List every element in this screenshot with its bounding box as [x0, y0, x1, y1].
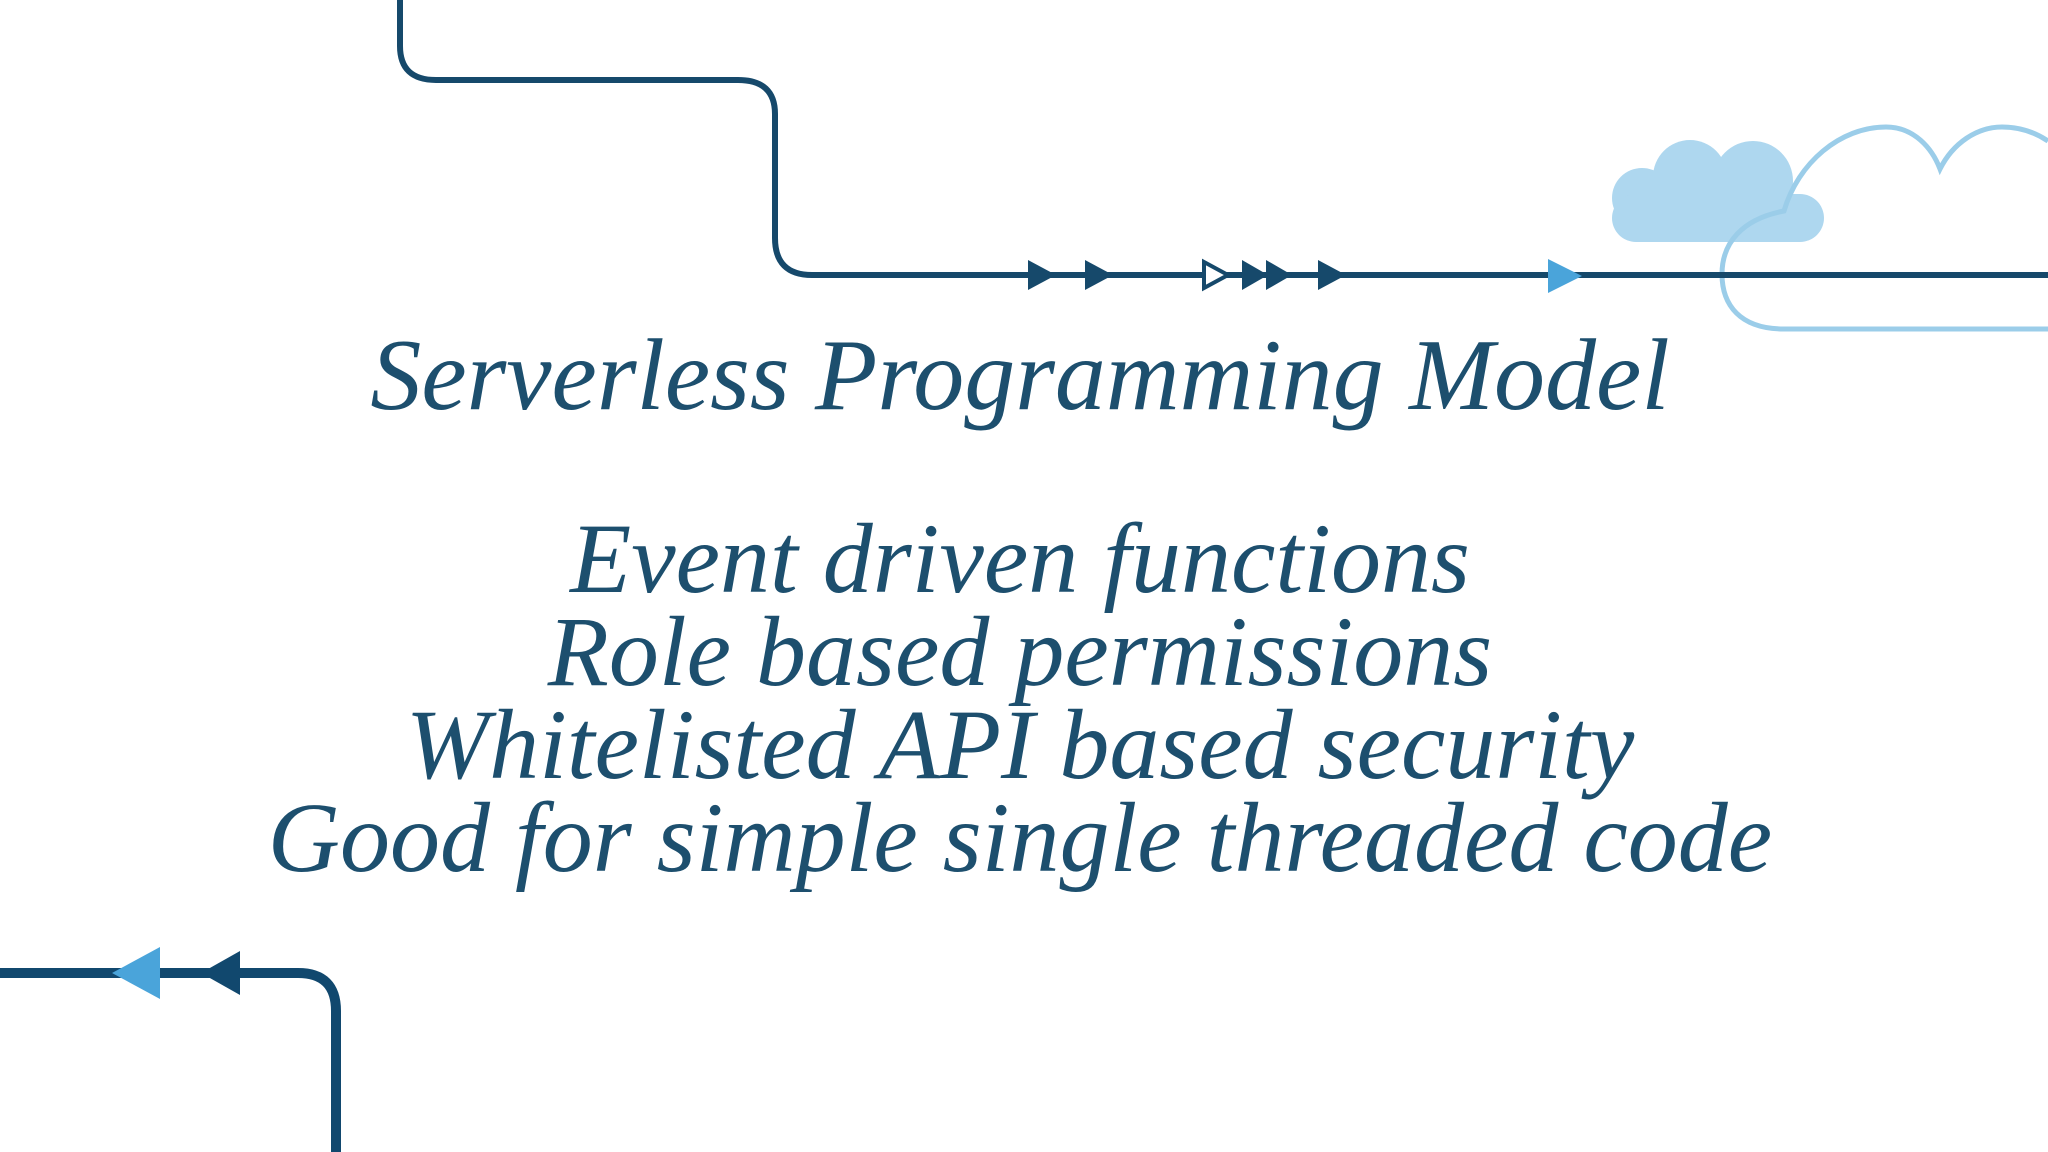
bullet-line: Good for simple single threaded code: [267, 782, 1773, 893]
slide-title: Serverless Programming Model: [370, 319, 1670, 432]
flow-line-top: [397, 0, 2048, 278]
arrow-left-icon: [201, 951, 240, 995]
flow-line-bottom: [0, 968, 341, 1152]
arrow-right-icon: [1085, 260, 1113, 290]
cloud-filled-icon: [1612, 140, 1824, 242]
arrow-right-icon: [1318, 260, 1346, 290]
cloud-outline-icon: [1719, 124, 2048, 332]
arrow-right-lightblue-icon: [1548, 259, 1582, 293]
slide-bullets: Event driven functions Role based permis…: [0, 503, 2040, 893]
arrow-left-lightblue-icon: [112, 947, 160, 999]
arrow-right-hollow-icon: [1202, 258, 1233, 292]
slide-text-block: Serverless Programming Model Event drive…: [0, 319, 2040, 893]
arrow-right-icon: [1242, 260, 1268, 290]
bullet-line: Whitelisted API based security: [405, 689, 1635, 800]
arrow-right-icon: [1266, 260, 1292, 290]
bullet-line: Role based permissions: [547, 596, 1493, 707]
bullet-line: Event driven functions: [570, 503, 1470, 614]
arrow-right-icon: [1028, 260, 1056, 290]
